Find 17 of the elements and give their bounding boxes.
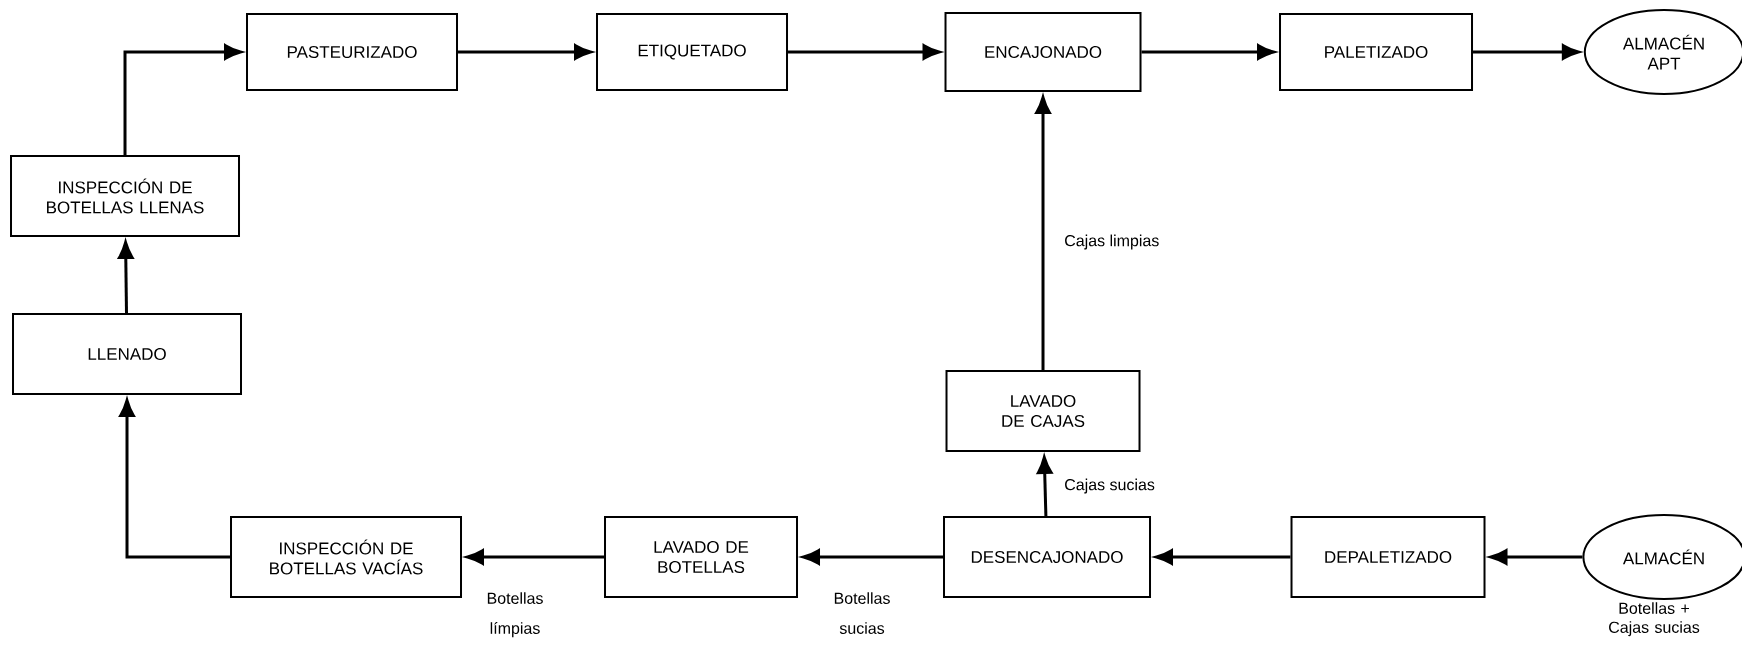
edge-label: Cajas sucias (1065, 478, 1155, 494)
process-box: INSPECCIÓN DE BOTELLAS VACÍAS (230, 516, 462, 598)
process-box: LAVADO DE BOTELLAS (604, 516, 798, 598)
edge-label: Cajas limpias (1065, 234, 1159, 250)
node-caption: Botellas + Cajas sucias (1609, 602, 1700, 637)
process-box: LLENADO (12, 313, 242, 395)
process-box: ENCAJONADO (944, 12, 1142, 92)
process-box: PASTEURIZADO (246, 13, 458, 91)
process-box: DEPALETIZADO (1290, 516, 1486, 598)
process-box: ETIQUETADO (596, 13, 788, 91)
arrow (1489, 549, 1583, 565)
process-box: INSPECCIÓN DE BOTELLAS LLENAS (10, 155, 240, 237)
process-box: DESENCAJONADO (943, 516, 1151, 598)
process-box: LAVADO DE CAJAS (945, 370, 1141, 452)
process-box: PALETIZADO (1279, 13, 1473, 91)
edge-label: Botellas límpias (487, 592, 543, 638)
edge-label: Botellas sucias (834, 592, 890, 634)
